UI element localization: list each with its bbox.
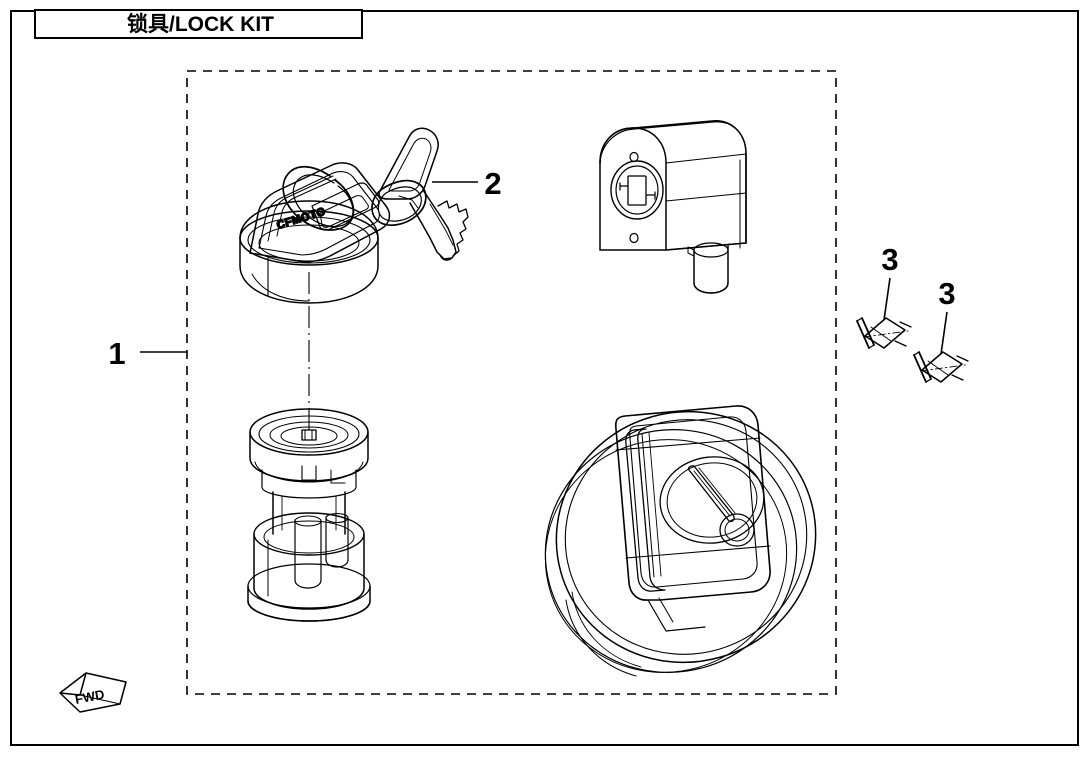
callout-3b-label: 3 [938,276,955,311]
title-box [34,9,363,39]
lock-housing-cylinder [599,120,747,294]
callout-2-label: 2 [484,166,501,201]
key-bushing-right [913,351,969,383]
fwd-direction-marker: FWD [59,672,127,713]
ignition-lock-cylinder [247,408,371,622]
ignition-key [378,127,469,261]
lock-kit-group-dashed-box [186,70,837,695]
key-bushing-left [856,317,912,349]
fwd-label: FWD [74,687,106,707]
key-fob-with-cover: CFMOTO [239,162,427,304]
page-border [10,10,1079,746]
callout-3a-label: 3 [881,242,898,277]
page-title: 锁具/LOCK KIT [127,12,274,36]
callout-3b-leader [940,311,948,355]
callout-3a-leader [883,277,891,321]
fuel-tank-cap-with-lock [544,405,817,677]
callout-1-label: 1 [108,336,125,371]
